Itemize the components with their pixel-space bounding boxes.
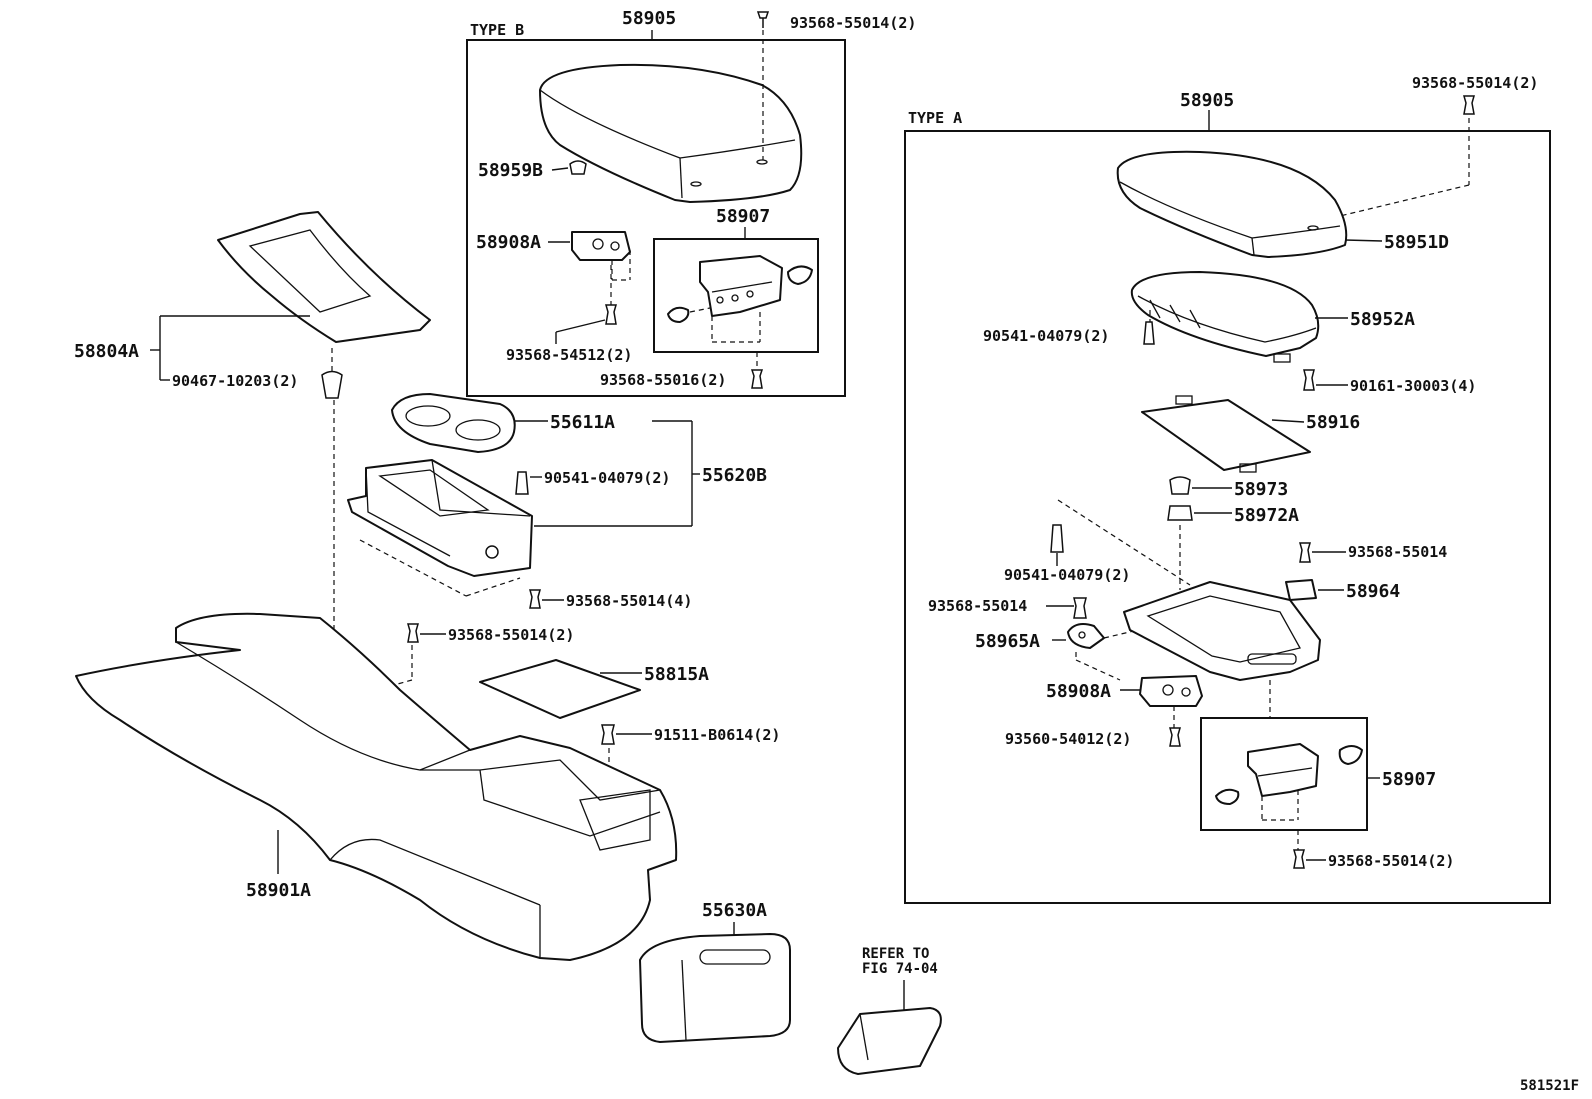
label-58908A-type-b: 58908A (476, 232, 541, 253)
label-58951D: 58951D (1384, 232, 1449, 253)
bracket-58965A (1067, 623, 1105, 649)
box-58907-type-b (653, 238, 819, 353)
hinge-58907-type-a (1247, 743, 1319, 797)
label-58952A: 58952A (1350, 309, 1415, 330)
trim-panel-58804A (217, 211, 431, 343)
label-91511-B0614-2: 91511-B0614(2) (654, 726, 780, 744)
type-b-label: TYPE B (470, 21, 524, 39)
box-58907-type-a (1200, 717, 1368, 831)
label-58908A-type-a: 58908A (1046, 681, 1111, 702)
label-93568-55014-4: 93568-55014(4) (566, 592, 692, 610)
label-58907-type-b: 58907 (716, 206, 770, 227)
label-90541-04079-2-a1: 90541-04079(2) (983, 327, 1109, 345)
refer-part (837, 1007, 942, 1075)
mat-58815A (479, 659, 641, 719)
label-90541-04079-2-mid: 90541-04079(2) (544, 469, 670, 487)
type-a-group: TYPE A 58905 93568-55014(2) 58951D 58952… (904, 74, 1551, 904)
refer-line-2: FIG 74-04 (862, 961, 938, 977)
type-b-frame (466, 39, 846, 397)
armrest-lid-type-b (539, 63, 803, 203)
tray-frame (1123, 581, 1321, 681)
label-55611A: 55611A (550, 412, 615, 433)
label-93568-55014-2-top-a: 93568-55014(2) (1412, 74, 1538, 92)
figure-code: 581521F (1520, 1078, 1579, 1094)
label-58804A: 58804A (74, 341, 139, 362)
label-58815A: 58815A (644, 664, 709, 685)
label-93568-55014-2-top-b: 93568-55014(2) (790, 14, 916, 32)
label-58907-type-a: 58907 (1382, 769, 1436, 790)
latch-58908A-type-b (571, 231, 631, 261)
label-58964: 58964 (1346, 581, 1400, 602)
console-parts-group: 58804A 90467-10203(2) 55611A 55620B 9054… (74, 211, 1579, 1094)
label-90161-30003-4: 90161-30003(4) (1350, 377, 1476, 395)
latch-58908A-type-a (1139, 675, 1203, 707)
plate-58916 (1141, 399, 1311, 471)
label-93568-54512-2: 93568-54512(2) (506, 346, 632, 364)
hinge-58907-type-b (699, 255, 783, 317)
label-58965A: 58965A (975, 631, 1040, 652)
label-58972A: 58972A (1234, 505, 1299, 526)
label-58905-type-b: 58905 (622, 8, 676, 29)
label-93560-54012-2: 93560-54012(2) (1005, 730, 1131, 748)
label-58959B: 58959B (478, 160, 543, 181)
type-a-label: TYPE A (908, 109, 962, 127)
label-58901A: 58901A (246, 880, 311, 901)
label-58916: 58916 (1306, 412, 1360, 433)
type-b-group: TYPE B 58905 93568-55014(2) 58959B 58908… (466, 8, 916, 397)
label-58973: 58973 (1234, 479, 1288, 500)
cup-holder-box-55620B (347, 459, 533, 577)
label-58905-type-a: 58905 (1180, 90, 1234, 111)
label-93568-55014-2-center: 93568-55014(2) (448, 626, 574, 644)
label-93568-55014-a-right: 93568-55014 (1348, 543, 1447, 561)
label-90541-04079-2-a2: 90541-04079(2) (1004, 566, 1130, 584)
clip-58964 (1285, 579, 1317, 601)
type-a-frame (904, 130, 1551, 904)
label-90467-10203-2: 90467-10203(2) (172, 372, 298, 390)
label-93568-55014-a-left: 93568-55014 (928, 597, 1027, 615)
label-93568-55016-2: 93568-55016(2) (600, 371, 726, 389)
label-93568-55014-2-bottom-a: 93568-55014(2) (1328, 852, 1454, 870)
label-55620B: 55620B (702, 465, 767, 486)
label-55630A: 55630A (702, 900, 767, 921)
cup-holder-ring-55611A (391, 393, 516, 453)
pocket-55630A (639, 933, 791, 1043)
console-body-58901A (75, 612, 678, 961)
inner-lid-58952A (1130, 271, 1320, 357)
refer-line-1: REFER TO (862, 946, 929, 962)
lid-58951D (1116, 150, 1348, 258)
